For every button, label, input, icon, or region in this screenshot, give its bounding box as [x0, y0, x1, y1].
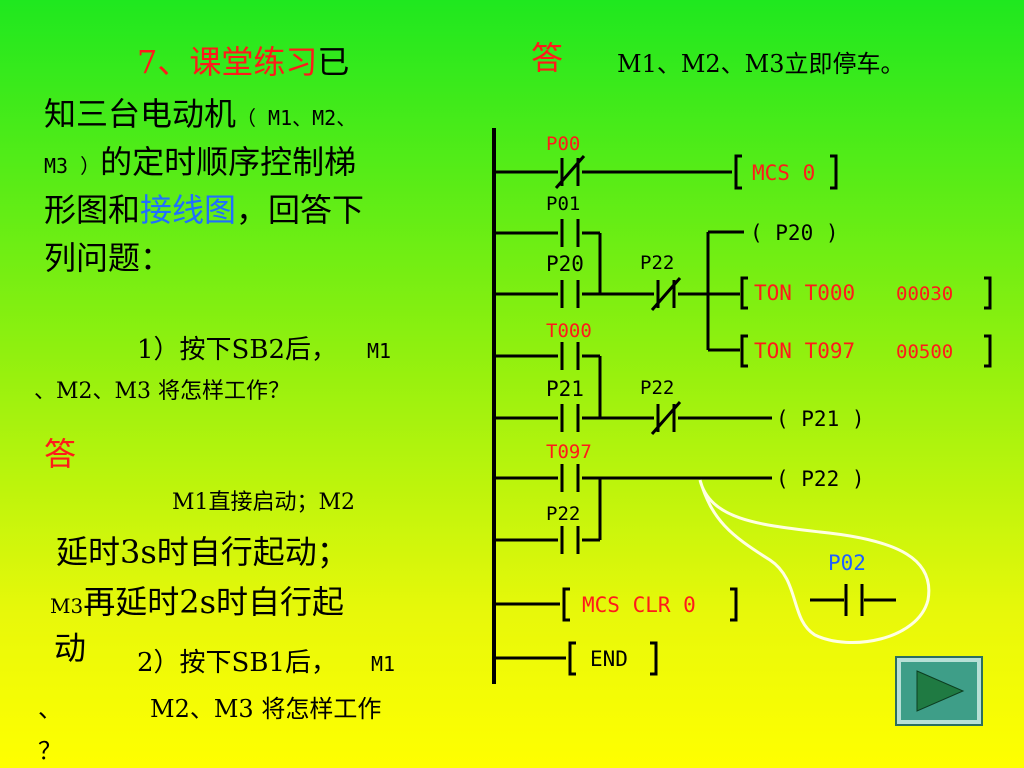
q1-text: M1 [367, 339, 392, 363]
question-text: ，回答下 [236, 191, 365, 229]
question-number: 7、 [137, 43, 190, 81]
mcs-instruction: MCS 0 [752, 161, 815, 185]
contact-label-p22: P22 [640, 377, 674, 399]
contact-label-t097: T097 [546, 441, 592, 463]
contact-label-p22: P22 [546, 503, 580, 525]
answer2-text: M1、M2、M3立即停车。 [617, 50, 905, 78]
wires [494, 170, 772, 660]
play-triangle-icon [916, 670, 965, 712]
contact-label-p22: P22 [640, 252, 674, 274]
contact-label-p21: P21 [546, 377, 584, 401]
ton-t000-instruction: TON T000 [754, 281, 855, 305]
coil-p21: ( P21 ) [776, 407, 865, 431]
answer1-text: 再延时2s时自行起 [83, 583, 344, 621]
answer2-label: 答 [531, 39, 564, 77]
q2-text: 、 [38, 695, 62, 723]
wiring-diagram-link: 接线图 [140, 191, 237, 229]
next-slide-button[interactable] [895, 656, 983, 726]
ton-t097-instruction: TON T097 [754, 339, 855, 363]
ton-t000-setpoint: 00030 [896, 283, 953, 305]
question-line-2: 知三台电动机（ M1、M2、 [44, 98, 356, 130]
q2-line-1: 2）按下SB1后， M1 [137, 650, 395, 676]
q1-line-1: 1）按下SB2后， M1 [137, 337, 391, 363]
question-text: 已 [317, 43, 350, 81]
question-line-4: 形图和接线图，回答下 [44, 194, 364, 226]
question-text: M3 ） [44, 154, 101, 178]
mcs-clr-instruction: MCS CLR 0 [582, 593, 696, 617]
contact-label-p02: P02 [828, 551, 866, 575]
question-line-5: 列问题： [44, 239, 173, 277]
p02-contact [810, 584, 896, 616]
question-text: 形图和 [44, 191, 141, 229]
ton-t097-setpoint: 00500 [896, 341, 953, 363]
answer1-line-3: M3再延时2s时自行起 [50, 586, 344, 618]
question-text: 知三台电动机 [44, 95, 237, 133]
question-line-3: M3 ）的定时顺序控制梯 [44, 146, 356, 178]
brackets [562, 154, 992, 676]
contacts [554, 155, 682, 554]
q2-text: M1 [371, 652, 396, 676]
answer1-text: M3 [50, 594, 84, 618]
q1-line-2: 、M2、M3 将怎样工作？ [34, 379, 291, 404]
coil-p22: ( P22 ) [776, 467, 865, 491]
q2-line-3: ？ [38, 737, 62, 765]
answer1-line-1: M1直接启动；M2 [172, 490, 356, 515]
answer1-line-2: 延时3s时自行起动； [56, 533, 349, 571]
coil-p20: ( P20 ) [750, 221, 839, 245]
q2-text: M2、M3 将怎样工作 [150, 695, 382, 723]
contact-label-p20: P20 [546, 252, 584, 276]
contact-label-p01: P01 [546, 193, 580, 215]
q1-text: 1）按下 [137, 335, 232, 365]
answer1-label: 答 [44, 435, 77, 473]
question-title: 课堂练习 [189, 43, 318, 81]
q1-text: SB2后， [231, 335, 338, 365]
question-text: （ M1、M2、 [236, 106, 357, 130]
callout-balloon [698, 479, 931, 644]
question-line-1: 7、课堂练习已 [137, 46, 349, 78]
contact-label-p00: P00 [546, 133, 580, 155]
q2-text: 2）按下SB1后， [137, 648, 338, 678]
q2-line-2: 、 M2、M3 将怎样工作 [38, 697, 381, 721]
end-instruction: END [590, 647, 628, 671]
answer1-line-4: 动 [54, 629, 87, 667]
contact-label-t000: T000 [546, 320, 592, 342]
question-text: 的定时顺序控制梯 [100, 143, 357, 181]
